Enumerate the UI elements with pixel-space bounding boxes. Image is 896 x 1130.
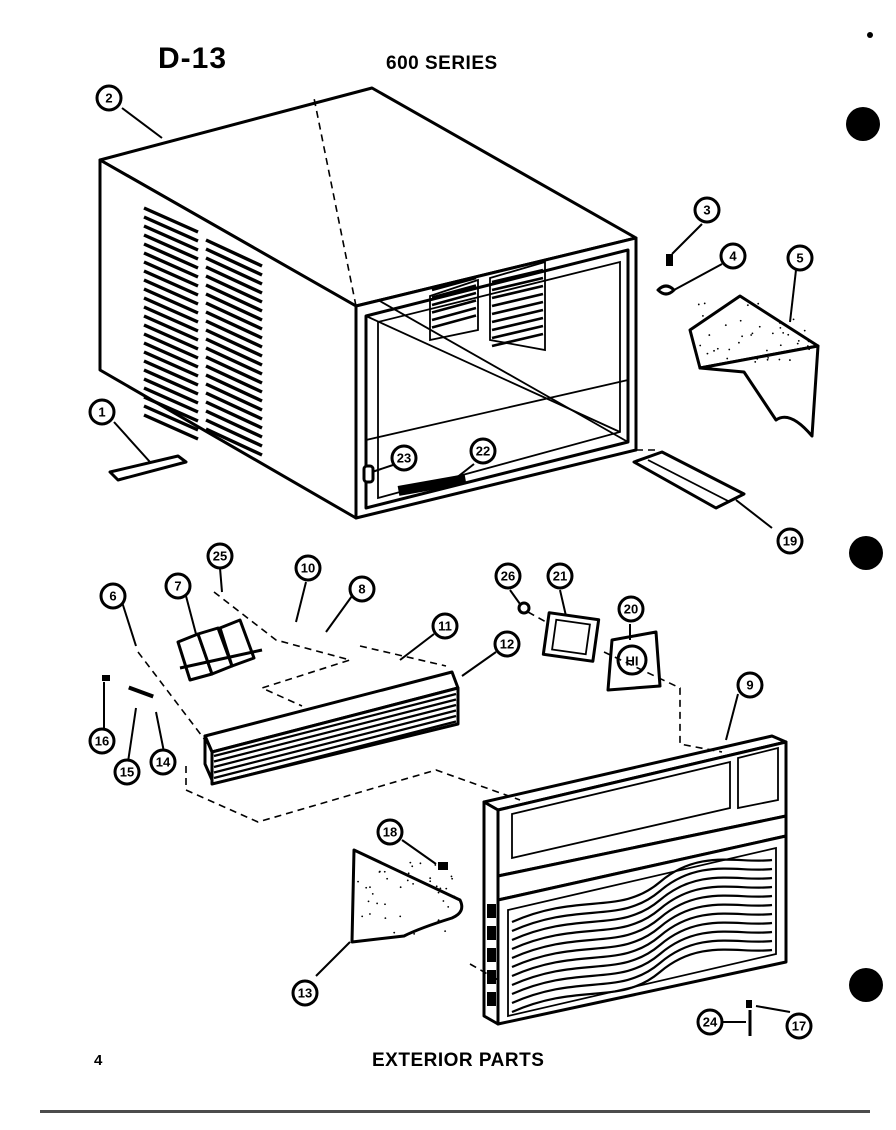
callout-15-label: 15 <box>120 765 134 780</box>
callout-7: 7 <box>166 574 190 598</box>
badge-20: HI <box>608 632 660 690</box>
callout-18: 18 <box>378 820 402 844</box>
front-panel-9 <box>484 736 786 1024</box>
callout-2: 2 <box>97 86 121 110</box>
grommet-26 <box>519 603 529 613</box>
binder-hole-bottom <box>849 968 883 1002</box>
shaft-15 <box>128 686 154 699</box>
callout-26-label: 26 <box>501 569 515 584</box>
callout-8: 8 <box>350 577 374 601</box>
callout-4: 4 <box>721 244 745 268</box>
callout-16-label: 16 <box>95 734 109 749</box>
callout-5: 5 <box>788 246 812 270</box>
callout-20: 20 <box>619 597 643 621</box>
binder-hole-middle <box>849 536 883 570</box>
callout-19: 19 <box>778 529 802 553</box>
louvre-vanes-7 <box>178 620 262 680</box>
callout-11-label: 11 <box>438 619 452 634</box>
callout-12-label: 12 <box>500 637 514 652</box>
clip-4 <box>658 286 674 294</box>
callout-4-label: 4 <box>729 249 737 264</box>
callout-21: 21 <box>548 564 572 588</box>
callout-25: 25 <box>208 544 232 568</box>
binder-hole-top <box>846 107 880 141</box>
callout-16: 16 <box>90 729 114 753</box>
fastener-17 <box>746 1000 752 1008</box>
callout-6-label: 6 <box>109 589 116 604</box>
cabinet-shell <box>100 88 636 518</box>
callout-23-label: 23 <box>397 451 411 466</box>
corner-dot <box>867 32 873 38</box>
callout-20-label: 20 <box>624 602 638 617</box>
callout-15: 15 <box>115 760 139 784</box>
callout-24: 24 <box>698 1010 722 1034</box>
callout-2-label: 2 <box>105 91 112 106</box>
discharge-grille-12 <box>205 672 458 784</box>
callout-19-label: 19 <box>783 534 797 549</box>
callout-5-label: 5 <box>796 251 803 266</box>
clip-23 <box>364 466 373 482</box>
callout-22-label: 22 <box>476 444 490 459</box>
screw-16 <box>102 675 110 681</box>
callout-18-label: 18 <box>383 825 397 840</box>
callout-25-label: 25 <box>213 549 227 564</box>
callout-9: 9 <box>738 673 762 697</box>
callout-3-label: 3 <box>703 203 710 218</box>
callout-22: 22 <box>471 439 495 463</box>
callout-3: 3 <box>695 198 719 222</box>
screw-3 <box>666 254 673 266</box>
callout-13: 13 <box>293 981 317 1005</box>
callout-8-label: 8 <box>358 582 365 597</box>
callout-10: 10 <box>296 556 320 580</box>
callout-17-label: 17 <box>792 1019 806 1034</box>
callout-1-label: 1 <box>98 405 105 420</box>
callout-12: 12 <box>495 632 519 656</box>
callout-21-label: 21 <box>553 569 567 584</box>
callout-26: 26 <box>496 564 520 588</box>
callout-9-label: 9 <box>746 678 753 693</box>
badge-label: HI <box>626 654 639 669</box>
screw-18 <box>438 862 448 870</box>
callout-13-label: 13 <box>298 986 312 1001</box>
callout-6: 6 <box>101 584 125 608</box>
callout-14-label: 14 <box>156 755 171 770</box>
filter-frame-21 <box>543 613 598 662</box>
callout-14: 14 <box>151 750 175 774</box>
callout-10-label: 10 <box>301 561 315 576</box>
scan-edge <box>40 1110 870 1113</box>
callout-17: 17 <box>787 1014 811 1038</box>
callout-23: 23 <box>392 446 416 470</box>
callout-1: 1 <box>90 400 114 424</box>
callout-7-label: 7 <box>174 579 181 594</box>
callout-11: 11 <box>433 614 457 638</box>
callout-24-label: 24 <box>703 1015 718 1030</box>
